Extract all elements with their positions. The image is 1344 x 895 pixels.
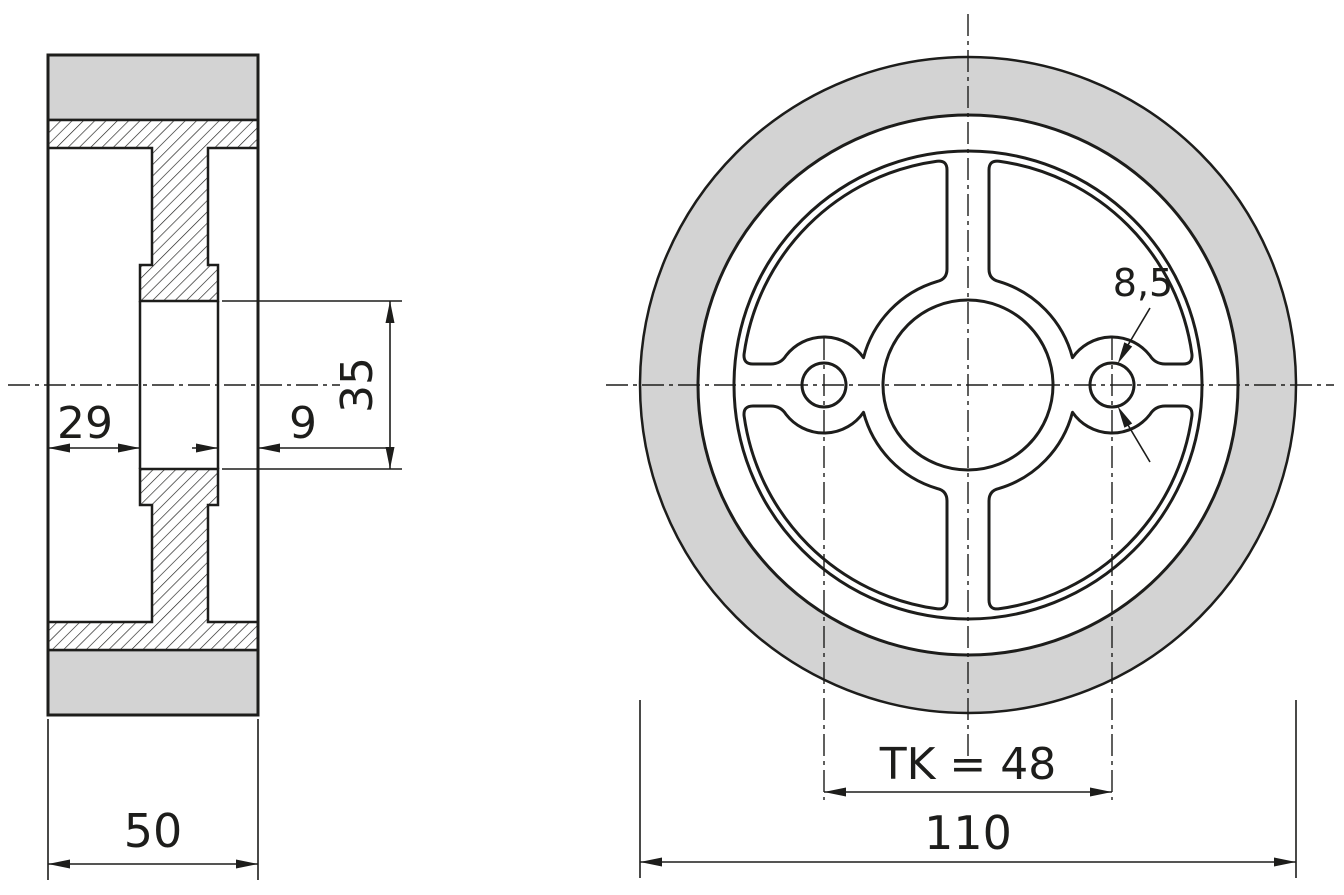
dim-tk48-arrow-right (1090, 787, 1112, 797)
dim-110: 110 (639, 700, 1297, 878)
spoke-window-top-left (742, 159, 949, 366)
dim-9-arrow-right (258, 443, 280, 453)
dim-110-arrow-left (640, 857, 662, 867)
dim-50-label: 50 (124, 804, 183, 858)
dim-50: 50 (47, 719, 259, 880)
spoke-window-bottom-right (987, 404, 1194, 611)
dim-8-5-arrow-top (1117, 342, 1133, 364)
dim-tk48-arrow-left (824, 787, 846, 797)
dim-8-5-leader-top (1127, 307, 1151, 346)
dim-9-label: 9 (289, 398, 317, 449)
front-view: 8,5 TK = 48 110 (606, 14, 1334, 878)
dim-50-arrow-left (48, 859, 70, 869)
dim-35-label: 35 (332, 357, 383, 413)
dim-29-arrow-left (48, 443, 70, 453)
dim-35-arrow-bottom (385, 447, 395, 469)
rim-gray-band-top (46, 53, 260, 122)
dim-35: 35 (222, 300, 402, 470)
dim-8-5-leader-bottom (1127, 424, 1151, 463)
dim-9-arrow-left (196, 443, 218, 453)
dim-110-label: 110 (924, 806, 1012, 860)
dim-8-5: 8,5 (1113, 261, 1173, 463)
section-material-top (46, 118, 260, 303)
section-material-bottom (46, 467, 260, 652)
dim-8-5-label: 8,5 (1113, 261, 1173, 305)
dim-110-arrow-right (1274, 857, 1296, 867)
dim-9: 9 (192, 398, 392, 453)
dim-29-arrow-right (118, 443, 140, 453)
dim-35-arrow-top (385, 301, 395, 323)
dim-50-arrow-right (236, 859, 258, 869)
spoke-window-top-right (987, 159, 1194, 366)
dim-8-5-arrow-bottom (1117, 406, 1133, 428)
section-view: 29 9 35 50 (8, 53, 402, 880)
dim-29-label: 29 (57, 398, 113, 449)
dim-29: 29 (48, 398, 140, 453)
dim-tk48-label: TK = 48 (879, 739, 1057, 790)
spoke-window-bottom-left (742, 404, 949, 611)
rim-gray-band-bottom (46, 648, 260, 717)
dim-tk48: TK = 48 (824, 739, 1112, 797)
